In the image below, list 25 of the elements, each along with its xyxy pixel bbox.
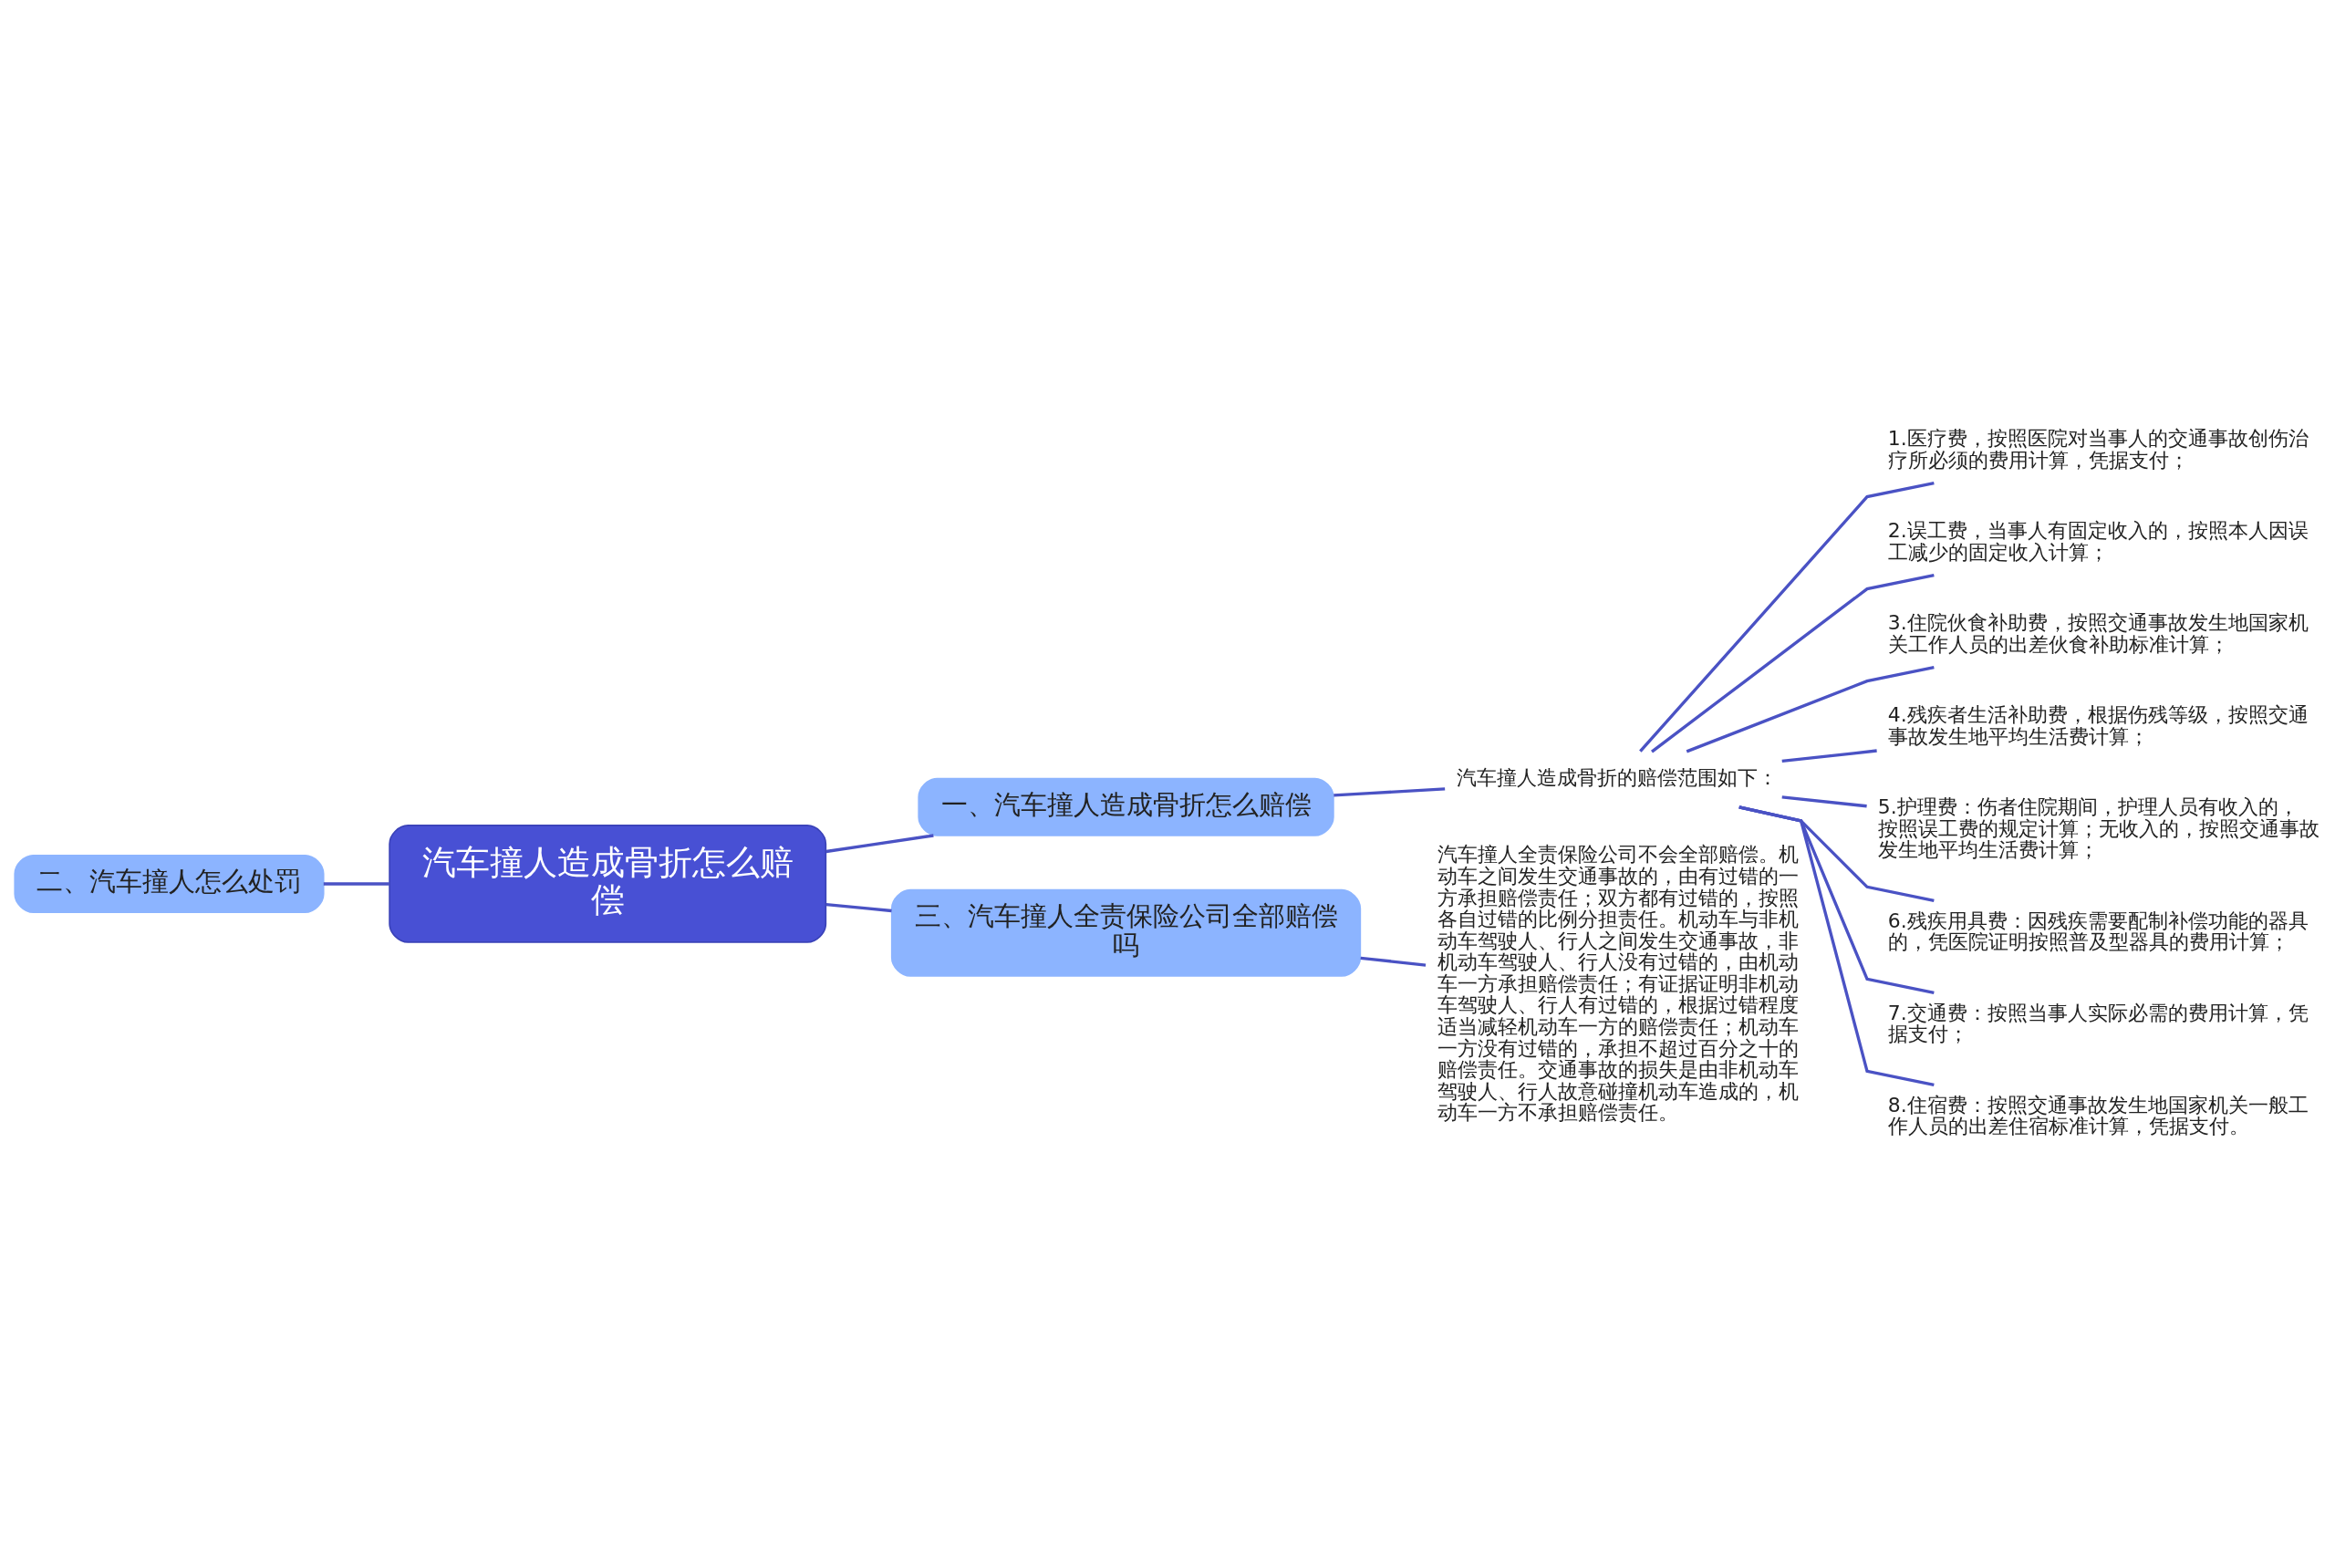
node-text: 1.医疗费，按照医院对当事人的交通事故创伤治疗所必须的费用计算，凭据支付； bbox=[1887, 427, 2309, 472]
node-box: 二、汽车撞人怎么处罚 bbox=[14, 854, 325, 913]
node-text: 2.误工费，当事人有固定收入的，按照本人因误工减少的固定收入计算； bbox=[1887, 519, 2309, 564]
connector bbox=[1781, 749, 1877, 763]
node-box: 三、汽车撞人全责保险公司全部赔偿吗 bbox=[890, 888, 1362, 977]
connector bbox=[1651, 573, 1935, 753]
node-box: 汽车撞人造成骨折怎么赔偿 bbox=[389, 825, 827, 943]
node-text: 7.交通费：按照当事人实际必需的费用计算，凭据支付； bbox=[1887, 1001, 2309, 1046]
node-text: 8.住宿费：按照交通事故发生地国家机关一般工作人员的出差住宿标准计算，凭据支付。 bbox=[1887, 1093, 2309, 1138]
node-box: 一、汽车撞人造成骨折怎么赔偿 bbox=[918, 777, 1334, 836]
node-text: 5.护理费：伤者住院期间，护理人员有收入的，按照误工费的规定计算；无收入的，按照交通事故发生地平均生活费计算； bbox=[1877, 795, 2319, 862]
connector bbox=[1781, 795, 1867, 808]
node-text: 3.住院伙食补助费，按照交通事故发生地国家机关工作人员的出差伙食补助标准计算； bbox=[1887, 611, 2309, 656]
node-text: 4.残疾者生活补助费，根据伤残等级，按照交通事故发生地平均生活费计算； bbox=[1887, 703, 2309, 748]
connector bbox=[1639, 481, 1935, 753]
node-text: 汽车撞人造成骨折的赔偿范围如下： bbox=[1456, 766, 1778, 790]
connector bbox=[825, 902, 892, 913]
connector bbox=[1334, 787, 1446, 797]
connector bbox=[1686, 666, 1935, 753]
connector bbox=[1738, 805, 1935, 1087]
connector bbox=[1360, 956, 1427, 967]
node-text: 6.残疾用具费：因残疾需要配制补偿功能的器具的，凭医院证明按照普及型器具的费用计算； bbox=[1887, 909, 2309, 954]
connector bbox=[825, 834, 934, 854]
node-text: 汽车撞人全责保险公司不会全部赔偿。机动车之间发生交通事故的，由有过错的一方承担赔偿责任；双方都有过错的，按照各自过错的比例分担责任。机动车与非机动车驾驶人、行人之间发生交通事故，非机动车驾驶人、行人没有过错的，由机动车一方承担赔偿责任；有证据证明非机动车驾驶人、行人有过错的，根据过错程度适当减轻机动车一方的赔偿责任；机动车一方没有过错的，承担不超过百分之十的赔偿责任。交通事故的损失是由非机动车驾驶人、行人故意碰撞机动车造成的，机动车一方不承担赔偿责任。 bbox=[1437, 843, 1799, 1125]
connector bbox=[323, 882, 389, 886]
